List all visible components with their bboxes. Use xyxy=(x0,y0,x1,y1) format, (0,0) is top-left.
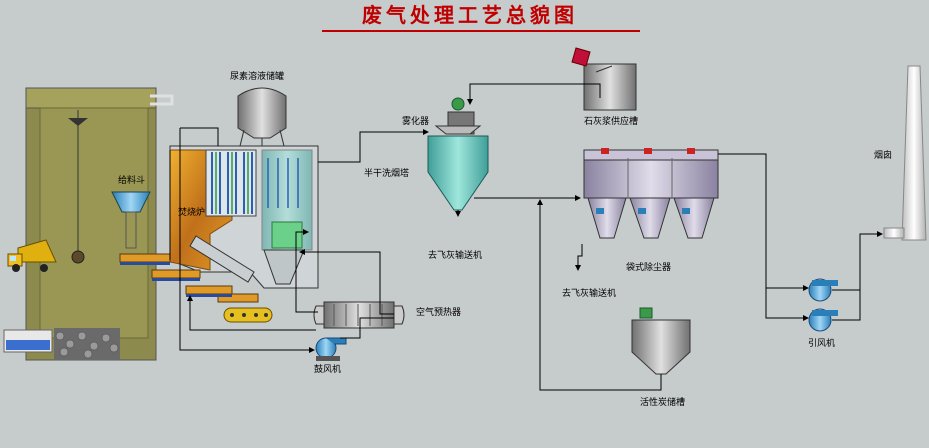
svg-text:去飞灰输送机: 去飞灰输送机 xyxy=(428,249,482,261)
svg-text:袋式除尘器: 袋式除尘器 xyxy=(626,261,671,273)
bag-filter: 袋式除尘器 xyxy=(583,148,719,273)
ash-conveyor-label-2: 去飞灰输送机 xyxy=(562,287,616,299)
svg-text:引风机: 引风机 xyxy=(808,337,835,349)
ash-chain-conveyor xyxy=(223,307,273,323)
diagram-title: 废气处理工艺总貌图 xyxy=(322,3,640,32)
incinerator: 焚烧炉 xyxy=(119,145,319,303)
blower-fan-icon: 鼓风机 xyxy=(314,337,347,375)
waste-pit-building xyxy=(25,87,174,361)
svg-text:烟囱: 烟囱 xyxy=(874,149,892,161)
chimney: 烟囱 xyxy=(874,65,927,241)
svg-text:空气预热器: 空气预热器 xyxy=(416,306,461,318)
urea-solution-tank: 尿素溶液储罐 xyxy=(230,70,287,147)
feed-hopper: 给料斗 xyxy=(111,174,151,249)
water-bin-icon xyxy=(3,329,53,353)
svg-text:活性炭储槽: 活性炭储槽 xyxy=(640,396,685,408)
activated-carbon-tank: 活性炭储槽 xyxy=(631,307,691,408)
svg-text:焚烧炉: 焚烧炉 xyxy=(178,206,205,218)
svg-text:鼓风机: 鼓风机 xyxy=(314,363,341,375)
svg-text:给料斗: 给料斗 xyxy=(118,174,145,186)
svg-text:废气处理工艺总貌图: 废气处理工艺总貌图 xyxy=(362,3,578,27)
svg-text:石灰浆供应槽: 石灰浆供应槽 xyxy=(584,115,638,127)
svg-text:尿素溶液储罐: 尿素溶液储罐 xyxy=(230,70,284,82)
semi-dry-scrubber-tower: 雾化器 半干洗烟塔 去飞灰输送机 xyxy=(364,97,489,261)
svg-text:雾化器: 雾化器 xyxy=(402,115,429,127)
lime-slurry-tank: 石灰浆供应槽 xyxy=(571,47,638,127)
induced-draft-fans: 引风机 xyxy=(808,278,838,349)
garbage-truck-icon xyxy=(7,239,57,272)
process-pipes xyxy=(169,83,883,391)
svg-text:半干洗烟塔: 半干洗烟塔 xyxy=(364,167,409,179)
air-preheater: 空气预热器 xyxy=(313,301,461,329)
